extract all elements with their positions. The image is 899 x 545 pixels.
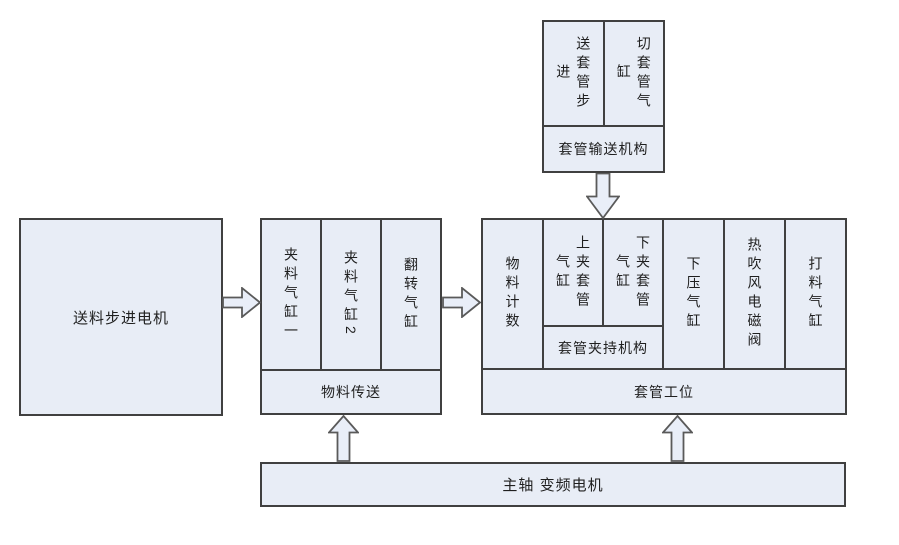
casing-clamp-cells: 上夹套管气缸 下夹套管气缸 [544, 220, 662, 325]
cell-lower-clamp-cylinder-label: 下夹套管气缸 [615, 234, 651, 311]
cell-upper-clamp-cylinder: 上夹套管气缸 [544, 220, 602, 325]
cell-press-down-cylinder-label: 下压气缸 [685, 256, 702, 332]
material-transfer-unit: 夹料气缸一 夹料气缸2 翻转气缸 物料传送 [260, 218, 442, 415]
cell-clamp-cylinder-1: 夹料气缸一 [262, 220, 320, 369]
down-arrow-icon-conveyor-to-station [586, 173, 620, 219]
casing-clamp-caption: 套管夹持机构 [544, 325, 662, 368]
casing-station-unit: 物料计数 上夹套管气缸 下夹套管气缸 套管夹持机构 下压气缸 热吹风电磁阀 [481, 218, 847, 415]
cell-hot-air-solenoid-valve-label: 热吹风电磁阀 [746, 237, 763, 351]
cell-material-counter: 物料计数 [483, 220, 542, 368]
cell-feed-casing-stepper: 送套管步进 [544, 22, 603, 125]
cell-clamp-cylinder-1-label: 夹料气缸一 [283, 247, 299, 342]
cell-upper-clamp-cylinder-label: 上夹套管气缸 [555, 234, 591, 311]
material-transfer-caption: 物料传送 [262, 369, 440, 413]
casing-conveyor-caption: 套管输送机构 [544, 125, 663, 171]
cell-cut-casing-cylinder-label: 切套管气缸 [615, 35, 652, 112]
cell-cut-casing-cylinder: 切套管气缸 [602, 22, 664, 125]
cell-press-down-cylinder: 下压气缸 [662, 220, 723, 368]
casing-conveyor-unit: 送套管步进 切套管气缸 套管输送机构 [542, 20, 665, 173]
cell-flip-cylinder: 翻转气缸 [380, 220, 440, 369]
cell-lower-clamp-cylinder: 下夹套管气缸 [602, 220, 662, 325]
cell-eject-cylinder: 打料气缸 [784, 220, 845, 368]
up-arrow-icon-spindle-to-transfer [328, 415, 359, 462]
up-arrow-icon-spindle-to-station [662, 415, 693, 462]
cell-feed-casing-stepper-label: 送套管步进 [555, 35, 592, 112]
spindle-motor-box: 主轴 变频电机 [260, 462, 846, 507]
feed-stepper-motor-label: 送料步进电机 [72, 309, 169, 327]
casing-conveyor-cells: 送套管步进 切套管气缸 [544, 22, 663, 125]
casing-station-cells: 物料计数 上夹套管气缸 下夹套管气缸 套管夹持机构 下压气缸 热吹风电磁阀 [483, 220, 845, 368]
material-transfer-cells: 夹料气缸一 夹料气缸2 翻转气缸 [262, 220, 440, 369]
cell-flip-cylinder-label: 翻转气缸 [403, 256, 419, 333]
right-arrow-icon-feeder-to-transfer [222, 287, 261, 318]
casing-clamp-group: 上夹套管气缸 下夹套管气缸 套管夹持机构 [542, 220, 662, 368]
cell-material-counter-label: 物料计数 [504, 256, 521, 332]
cell-hot-air-solenoid-valve: 热吹风电磁阀 [723, 220, 784, 368]
cell-eject-cylinder-label: 打料气缸 [807, 256, 824, 332]
cell-clamp-cylinder-2-label: 夹料气缸2 [343, 250, 359, 339]
cell-clamp-cylinder-2: 夹料气缸2 [320, 220, 380, 369]
casing-station-caption: 套管工位 [483, 368, 845, 413]
right-arrow-icon-transfer-to-station [442, 287, 481, 318]
feed-stepper-motor-box: 送料步进电机 [19, 218, 223, 416]
spindle-motor-label: 主轴 变频电机 [502, 477, 604, 494]
